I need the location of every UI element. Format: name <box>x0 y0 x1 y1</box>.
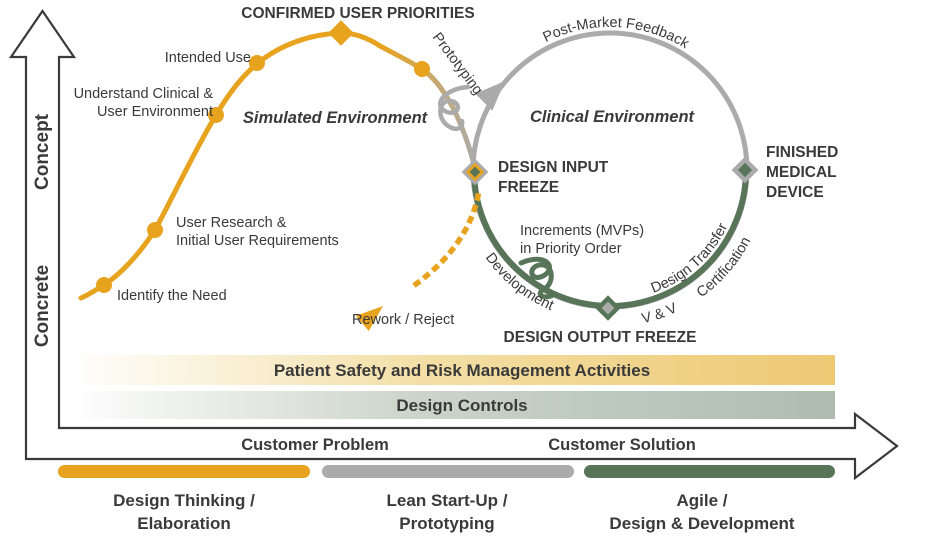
understand-label-line2: User Environment <box>97 104 213 120</box>
axes-arrow: Concept Concrete Customer Problem Custom… <box>8 9 899 481</box>
iteration-loop-icon <box>518 256 556 300</box>
clinical-environment-label: Clinical Environment <box>530 108 696 126</box>
legend-bar-agile <box>584 465 835 478</box>
legend-bar-design-thinking <box>58 465 310 478</box>
confirmed-priorities-diamond-icon <box>328 20 354 46</box>
prototype-loop-icon <box>438 84 471 131</box>
confirmed-priorities-label: CONFIRMED USER PRIORITIES <box>241 5 474 22</box>
intended-use-label: Intended Use <box>165 50 251 66</box>
finished-device-label-line1: FINISHED <box>766 144 838 161</box>
legend-lean-startup-line2: Prototyping <box>399 514 494 533</box>
identify-need-label: Identify the Need <box>117 288 227 304</box>
x-axis-label-solution: Customer Solution <box>548 436 696 454</box>
feedback-arrowhead-icon <box>475 81 505 111</box>
design-input-freeze-label-line1: DESIGN INPUT <box>498 159 609 176</box>
x-axis-label-problem: Customer Problem <box>241 436 389 454</box>
user-research-label-line2: Initial User Requirements <box>176 233 339 249</box>
y-axis-label-concept: Concept <box>32 113 53 190</box>
understand-label-line1: Understand Clinical & <box>74 86 214 102</box>
rework-arrowhead-icon <box>355 306 383 332</box>
design-controls-bar <box>83 391 835 419</box>
design-thinking-curve: Identify the Need User Research & Initia… <box>74 5 486 304</box>
intended-use-dot <box>249 55 265 71</box>
rework-arrow: Rework / Reject <box>352 192 482 332</box>
identify-need-dot <box>96 277 112 293</box>
legend-lean-startup-line1: Lean Start-Up / <box>387 491 508 510</box>
simulated-environment-label: Simulated Environment <box>243 109 429 127</box>
design-controls-bar-label: Design Controls <box>396 396 527 415</box>
design-input-freeze-marker: DESIGN INPUT FREEZE <box>461 158 609 196</box>
user-research-dot <box>147 222 163 238</box>
risk-management-bar <box>83 355 835 385</box>
legend-agile-line2: Design & Development <box>609 514 794 533</box>
axis-outline <box>8 9 899 481</box>
legend-agile-line1: Agile / <box>676 491 727 510</box>
design-output-freeze-marker: DESIGN OUTPUT FREEZE <box>504 295 697 346</box>
increments-label-line2: in Priority Order <box>520 241 622 257</box>
rework-dashed-path <box>412 192 482 288</box>
understand-environment-dot <box>208 107 224 123</box>
legend-design-thinking-line1: Design Thinking / <box>113 491 255 510</box>
legend-design-thinking-line2: Elaboration <box>137 514 231 533</box>
user-research-label-line1: User Research & <box>176 215 287 231</box>
increments-label-line1: Increments (MVPs) <box>520 223 644 239</box>
legend-bar-lean-startup <box>322 465 574 478</box>
design-output-freeze-label: DESIGN OUTPUT FREEZE <box>504 329 697 346</box>
y-axis-label-concrete: Concrete <box>32 265 53 347</box>
phase-legend: Design Thinking / Elaboration Lean Start… <box>58 465 835 533</box>
s-curve-orange <box>78 30 383 301</box>
activity-bars: Patient Safety and Risk Management Activ… <box>83 355 835 419</box>
risk-management-bar-label: Patient Safety and Risk Management Activ… <box>274 361 650 380</box>
design-input-freeze-label-line2: FREEZE <box>498 179 559 196</box>
rework-reject-label: Rework / Reject <box>352 312 454 328</box>
finished-device-label-line2: MEDICAL <box>766 164 837 181</box>
prototyping-dot <box>414 61 430 77</box>
finished-device-label-line3: DEVICE <box>766 184 824 201</box>
finished-device-diamond-inner-icon <box>737 162 753 178</box>
